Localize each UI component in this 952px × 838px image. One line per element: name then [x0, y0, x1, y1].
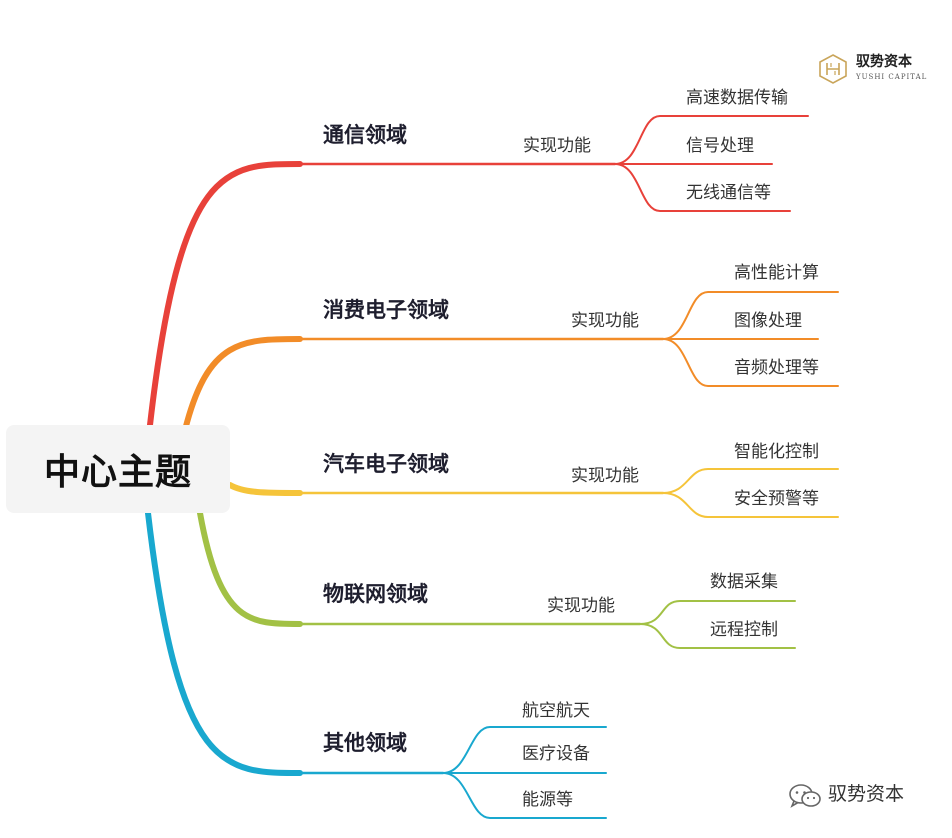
- function-label-automotive-electronics[interactable]: 实现功能: [571, 466, 639, 486]
- leaf-connector-iot-0: [639, 600, 796, 625]
- brand-logo-subtext: YUSHI CAPITAL: [856, 73, 928, 81]
- branch-label-others[interactable]: 其他领域: [323, 731, 407, 755]
- function-label-consumer-electronics[interactable]: 实现功能: [571, 311, 639, 331]
- leaf-label-energy[interactable]: 能源等: [522, 790, 573, 810]
- leaf-connector-automotive-electronics-0: [662, 468, 839, 494]
- leaf-connector-consumer-electronics-0: [662, 291, 839, 340]
- leaf-label-audio-processing[interactable]: 音频处理等: [734, 358, 819, 378]
- leaf-label-safety-warning[interactable]: 安全预警等: [734, 489, 819, 509]
- leaf-connector-communication-2: [614, 163, 791, 212]
- trunk-connector-consumer-electronics: [182, 336, 303, 433]
- trunk-connector-iot: [197, 510, 303, 627]
- leaf-connector-others-0: [442, 726, 607, 774]
- trunk-connector-automotive-electronics: [227, 482, 303, 496]
- leaf-connector-communication-0: [614, 115, 809, 165]
- leaf-label-wireless[interactable]: 无线通信等: [686, 183, 771, 203]
- trunk-connector-communication: [147, 161, 303, 428]
- leaf-label-data-collection[interactable]: 数据采集: [710, 572, 778, 592]
- brand-logo-text: 驭势资本: [856, 54, 912, 70]
- yushi-logo-icon: [819, 54, 847, 84]
- brand-logo: 驭势资本 YUSHI CAPITAL: [818, 52, 928, 88]
- watermark-text: 驭势资本: [828, 783, 905, 805]
- wechat-icon: [789, 784, 821, 808]
- leaf-label-image-processing[interactable]: 图像处理: [734, 311, 802, 331]
- branch-label-automotive-electronics[interactable]: 汽车电子领域: [323, 452, 449, 476]
- leaf-label-high-performance-computing[interactable]: 高性能计算: [734, 263, 819, 283]
- leaf-connector-others-2: [442, 772, 607, 819]
- branch-label-iot[interactable]: 物联网领域: [323, 582, 428, 606]
- branch-label-consumer-electronics[interactable]: 消费电子领域: [323, 298, 449, 322]
- leaf-label-remote-control[interactable]: 远程控制: [710, 620, 778, 640]
- leaf-connector-consumer-electronics-2: [662, 338, 839, 387]
- function-label-communication[interactable]: 实现功能: [523, 136, 591, 156]
- branch-label-communication[interactable]: 通信领域: [323, 123, 407, 147]
- function-label-iot[interactable]: 实现功能: [547, 596, 615, 616]
- leaf-connector-iot-1: [639, 623, 796, 649]
- central-topic-node[interactable]: 中心主题: [6, 425, 230, 513]
- central-topic-label: 中心主题: [43, 452, 192, 493]
- leaf-label-signal-processing[interactable]: 信号处理: [686, 136, 754, 156]
- leaf-label-aerospace[interactable]: 航空航天: [522, 701, 590, 721]
- leaf-label-high-speed-data[interactable]: 高速数据传输: [686, 88, 788, 108]
- leaf-label-medical-equipment[interactable]: 医疗设备: [522, 744, 590, 764]
- leaf-label-intelligent-control[interactable]: 智能化控制: [734, 442, 819, 462]
- leaf-connector-automotive-electronics-1: [662, 492, 839, 518]
- trunk-connector-others: [145, 510, 303, 776]
